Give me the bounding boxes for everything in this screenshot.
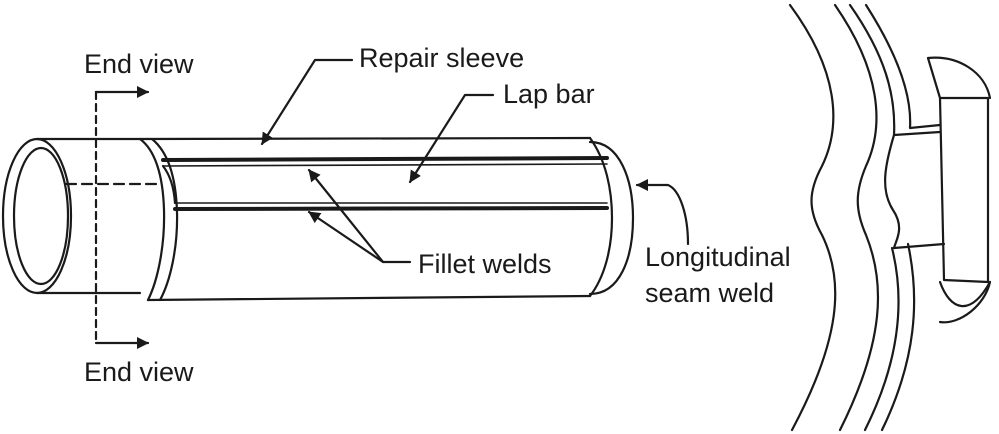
label-lap-bar: Lap bar — [503, 79, 595, 109]
label-longitudinal: Longitudinal — [645, 242, 791, 272]
label-fillet-welds: Fillet welds — [418, 249, 552, 279]
pipe-body — [35, 137, 142, 295]
label-end-view-top: End view — [84, 49, 194, 79]
end-view-section-line — [64, 86, 162, 349]
leader-lines — [260, 58, 690, 264]
pipe-end-opening — [1, 137, 73, 295]
pipe-right-end — [588, 140, 635, 296]
lap-bar — [161, 156, 609, 211]
label-seam-weld: seam weld — [645, 278, 774, 308]
label-repair-sleeve: Repair sleeve — [359, 43, 524, 73]
label-end-view-bottom: End view — [84, 357, 194, 387]
wall-cross-section — [788, 3, 992, 432]
